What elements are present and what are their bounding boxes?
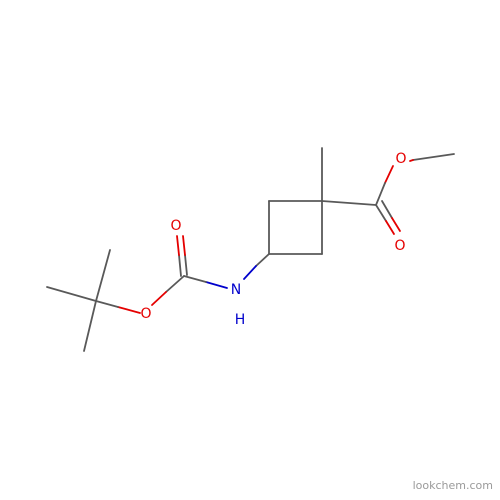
atom-labels: O O O O N H bbox=[140, 151, 406, 328]
bond-ester-methyl bbox=[412, 153, 455, 161]
atom-label-nitrogen-h: H bbox=[235, 312, 246, 328]
bond-carbamate-o-o bbox=[151, 291, 167, 306]
bond-ring-n-c bbox=[255, 253, 270, 267]
atom-label-ester-o-double: O bbox=[394, 238, 405, 254]
bond-tbu-left bbox=[46, 286, 97, 302]
bond-carbamate-double-2a bbox=[184, 254, 188, 276]
bond-carbonyl-double-1 bbox=[375, 204, 387, 222]
atom-label-carbamate-o-double: O bbox=[170, 218, 181, 234]
bond-tbu-down bbox=[83, 300, 97, 352]
bonds bbox=[46, 147, 455, 352]
atom-label-nitrogen: N bbox=[231, 282, 241, 298]
bond-o-tbu-o bbox=[117, 306, 141, 314]
watermark-text: lookchem.com bbox=[413, 479, 493, 492]
bond-carbonyl-double-2 bbox=[381, 200, 393, 219]
bond-n-carbamate-c bbox=[183, 275, 207, 283]
bond-carbonyl-c-o bbox=[375, 182, 386, 206]
bond-carbamate-double-1a bbox=[178, 254, 182, 277]
bond-carbamate-o-c bbox=[165, 275, 185, 293]
bond-ring-c-carbonyl bbox=[321, 200, 377, 206]
bond-ester-o-methyl-o-part bbox=[409, 159, 414, 162]
bond-carbamate-double-1b bbox=[176, 235, 180, 256]
bond-carbamate-double-2b bbox=[182, 235, 186, 256]
bond-o-tbu-c bbox=[95, 300, 119, 308]
bond-ring-n-n bbox=[243, 265, 257, 280]
bond-n-carbamate-n bbox=[205, 281, 228, 289]
bond-carbonyl-double-2o bbox=[391, 217, 401, 232]
bond-carbonyl-double-1o bbox=[385, 220, 395, 235]
bond-tbu-up bbox=[95, 249, 111, 302]
bond-ester-o-carbonyl bbox=[384, 165, 394, 184]
atom-label-carbamate-o-single: O bbox=[140, 306, 151, 322]
atom-label-ester-o-single: O bbox=[395, 151, 406, 167]
